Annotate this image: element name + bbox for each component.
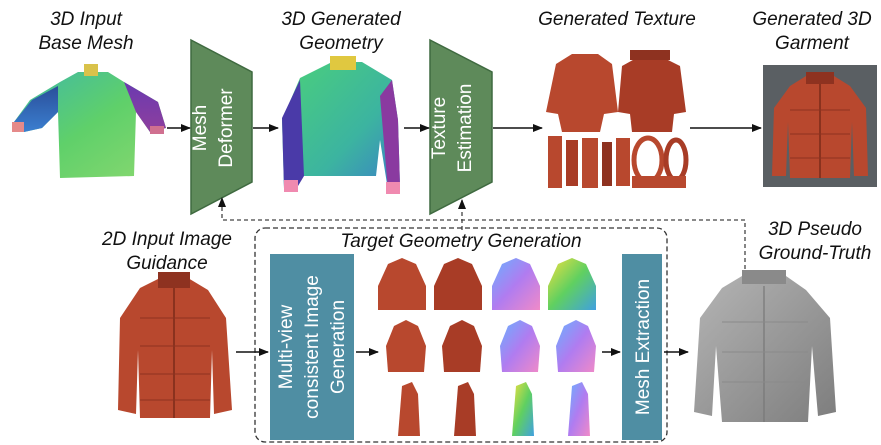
mesh-extraction-block: Mesh Extraction <box>622 254 662 440</box>
generated-geometry-figure <box>282 56 400 194</box>
mesh-extraction-line: Mesh Extraction <box>633 279 654 415</box>
multiview-line-2: consistent Image <box>302 275 323 419</box>
svg-text:Estimation: Estimation <box>455 84 476 173</box>
generated-garment-figure <box>763 65 877 187</box>
multiview-line-3: Generation <box>328 300 349 394</box>
base-mesh-figure <box>12 64 166 178</box>
target-geometry-box <box>254 227 668 443</box>
dashed-arrow-to-deformer <box>218 197 746 290</box>
svg-text:Mesh: Mesh <box>190 105 211 151</box>
mesh-deformer-line-1: Mesh <box>190 105 211 151</box>
input-jacket-figure <box>118 272 232 418</box>
multiview-grid <box>378 258 596 436</box>
svg-text:Generation: Generation <box>328 300 349 394</box>
multiview-generation-block: Multi-view consistent Image Generation <box>270 254 354 440</box>
texture-estimation-line-2: Estimation <box>455 84 476 173</box>
mesh-deformer-line-2: Deformer <box>216 88 237 168</box>
svg-text:Multi-view: Multi-view <box>276 304 297 389</box>
texture-atlas-figure <box>546 50 689 188</box>
svg-text:Deformer: Deformer <box>216 88 237 168</box>
texture-estimation-block: Texture Estimation <box>429 38 493 216</box>
svg-text:consistent Image: consistent Image <box>302 275 323 419</box>
pseudo-gt-figure <box>694 270 836 422</box>
label-target-geometry: Target Geometry Generation <box>340 231 582 252</box>
multiview-line-1: Multi-view <box>276 304 297 389</box>
svg-text:Texture: Texture <box>429 97 450 159</box>
label-generated-texture: Generated Texture <box>538 9 696 30</box>
texture-estimation-line-1: Texture <box>429 97 450 159</box>
mesh-deformer-block: Mesh Deformer <box>190 38 253 216</box>
svg-text:Mesh Extraction: Mesh Extraction <box>633 279 654 415</box>
